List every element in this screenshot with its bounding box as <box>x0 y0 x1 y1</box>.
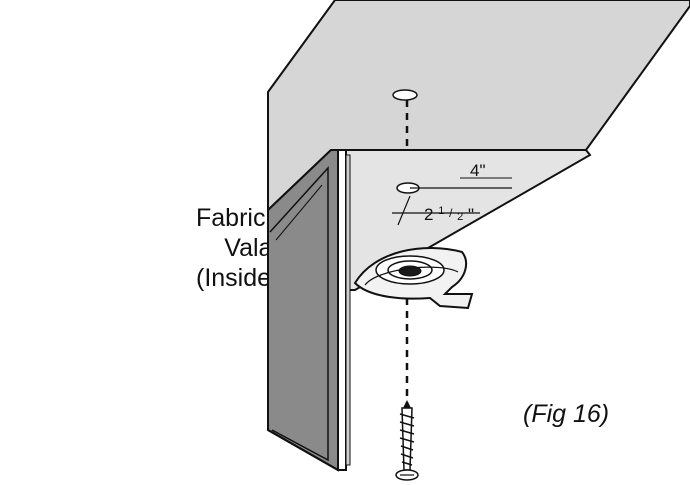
dimension-fraction-den: 2 <box>457 211 463 223</box>
dimension-fraction-slash: / <box>449 206 453 220</box>
mounting-bracket <box>353 246 474 310</box>
valance-inner-edge <box>275 184 323 241</box>
dimension-slant <box>397 195 411 226</box>
valance-side-panel <box>345 154 351 466</box>
dimension-fraction-num: 1 <box>438 205 444 217</box>
dimension-whole: 2 <box>424 205 433 224</box>
dimension-label-2-5in: 2 1 / 2 " <box>424 199 474 224</box>
valance-return-panel <box>337 149 347 471</box>
mounting-screw <box>395 400 419 481</box>
dimension-unit: " <box>468 205 474 224</box>
valance-edge-trim <box>269 166 329 462</box>
ceiling-hole <box>392 89 418 101</box>
valance-bottom-edge <box>267 429 339 471</box>
figure-label: (Fig 16) <box>523 400 610 428</box>
dimension-label-4in: 4" <box>470 161 486 180</box>
